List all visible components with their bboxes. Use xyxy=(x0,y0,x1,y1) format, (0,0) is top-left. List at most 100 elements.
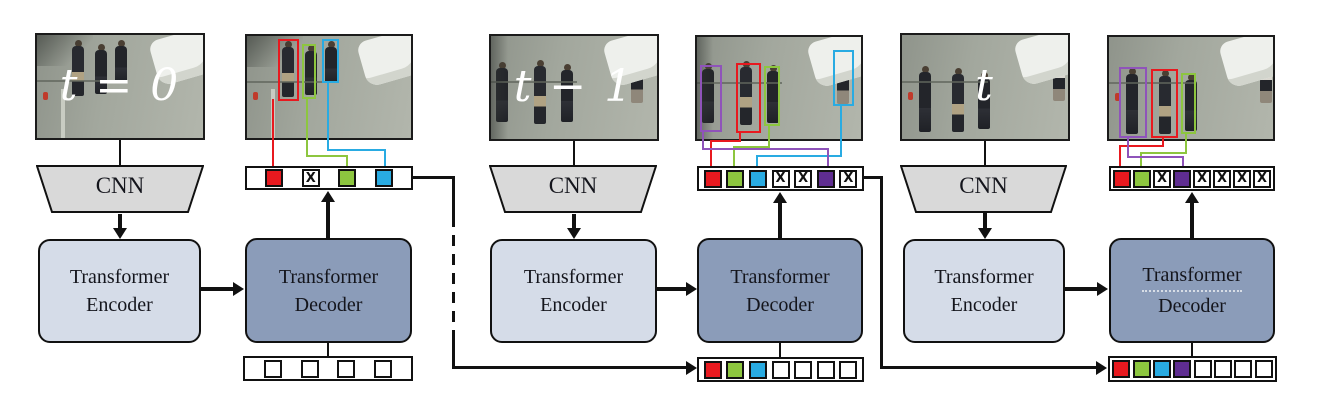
arrowhead-down xyxy=(567,228,581,239)
token-empty-query xyxy=(771,360,790,379)
leader-line-cyan xyxy=(840,104,842,157)
leader-line-cyan xyxy=(756,155,842,157)
leader-line-green xyxy=(733,146,770,148)
token-green xyxy=(338,169,357,187)
camera-frame-t1: t − 1 xyxy=(489,34,659,141)
leader-line-purple xyxy=(1127,136,1129,158)
transformer-encoder: Transformer Encoder xyxy=(903,239,1065,343)
token-empty-query xyxy=(374,359,393,378)
cnn-trapezoid xyxy=(489,165,657,213)
bbox-cyan xyxy=(833,50,854,106)
decoder-label-line2: Decoder xyxy=(1158,295,1226,317)
token-cyan xyxy=(748,360,767,379)
traffic-cone xyxy=(253,92,258,101)
frame-time-label: t = 0 xyxy=(59,59,181,111)
token-empty-query xyxy=(263,359,282,378)
pole-shape xyxy=(61,88,65,138)
leader-line-cyan xyxy=(327,149,386,151)
decoder-to-output-arrow xyxy=(326,202,330,238)
cnn-trapezoid xyxy=(36,165,204,213)
transformer-decoder: Transformer Decoder xyxy=(245,238,412,343)
token-purple xyxy=(816,169,835,188)
shadow-region xyxy=(491,36,508,139)
encoder-label-line2: Encoder xyxy=(950,294,1018,316)
pedestrian-silhouette xyxy=(977,72,991,129)
frame-time-label: t − 1 xyxy=(513,60,635,112)
encoder-label-line2: Encoder xyxy=(86,294,153,316)
decoder-label-line1: Transformer xyxy=(278,265,379,288)
leader-line-red xyxy=(739,131,741,142)
transformer-decoder: Transformer Decoder xyxy=(697,238,863,343)
barrier-line xyxy=(697,81,783,84)
leader-line-green xyxy=(346,155,348,166)
cnn-block: CNN xyxy=(900,165,1067,213)
pedestrian-silhouette xyxy=(533,60,547,124)
leader-line-red xyxy=(272,99,274,166)
token-red xyxy=(265,169,284,187)
frame-to-cnn-line xyxy=(573,141,575,165)
leader-line-red xyxy=(710,140,741,142)
decoder-label-line1: Transformer xyxy=(730,265,830,288)
cnn-to-encoder-arrow xyxy=(572,214,576,229)
leader-line-cyan xyxy=(756,155,758,166)
traffic-cone xyxy=(43,91,48,100)
leader-line-purple xyxy=(702,148,829,150)
cnn-to-encoder-arrow xyxy=(983,213,987,229)
frame-to-cnn-line xyxy=(119,140,121,165)
token-cyan xyxy=(374,169,393,187)
pedestrian-silhouette xyxy=(324,41,338,83)
track-query-connector xyxy=(413,176,455,179)
encoder-to-decoder-arrow xyxy=(657,287,687,291)
token-cyan xyxy=(1152,360,1171,378)
camera-frame-t0-annotated xyxy=(245,34,413,140)
arrowhead-right xyxy=(686,282,697,296)
leader-line-green xyxy=(306,155,348,157)
track-query-connector xyxy=(452,176,455,216)
camera-frame-t: t xyxy=(900,33,1070,141)
pedestrian-silhouette xyxy=(766,65,780,123)
barrier-line xyxy=(902,80,989,83)
track-query-connector xyxy=(452,332,455,369)
pedestrian-silhouette xyxy=(951,68,965,132)
decoder-label-line1: Transformer xyxy=(1142,261,1242,292)
token-empty-query xyxy=(1213,360,1232,378)
encoder-label-line1: Transformer xyxy=(934,266,1034,288)
token-empty-query xyxy=(794,360,813,379)
bbox-green xyxy=(764,66,780,126)
arrowhead-right xyxy=(686,361,697,375)
track-query-connector xyxy=(880,366,1097,369)
encoder-to-decoder-arrow xyxy=(201,287,234,291)
token-empty-query xyxy=(1254,360,1273,378)
arrowhead-right xyxy=(1097,282,1108,296)
cnn-block: CNN xyxy=(36,165,204,213)
decoder-to-output-arrow xyxy=(778,203,782,238)
token-red xyxy=(1113,169,1131,188)
token-removed-x: X xyxy=(1233,169,1251,188)
traffic-cone xyxy=(1115,93,1120,102)
arrowhead-down xyxy=(113,228,127,239)
leader-line-purple xyxy=(827,148,829,166)
encoder-label-line2: Encoder xyxy=(540,294,607,316)
token-removed-x: X xyxy=(771,169,790,188)
track-token-row-t0-output: X xyxy=(245,166,413,190)
arrowhead-right xyxy=(233,282,244,296)
token-cyan xyxy=(748,169,767,188)
token-empty-query xyxy=(839,360,858,379)
track-query-connector xyxy=(452,366,686,369)
leader-line-green xyxy=(1185,132,1187,154)
pedestrian-silhouette xyxy=(94,44,108,94)
token-green xyxy=(1132,360,1151,378)
bbox-green xyxy=(1181,73,1196,134)
decoder-label-line2: Decoder xyxy=(294,293,363,316)
leader-line-green xyxy=(768,124,770,148)
camera-frame-t1-annotated xyxy=(695,35,863,141)
decoder-to-output-arrow xyxy=(1190,203,1194,238)
arrowhead-up xyxy=(773,192,787,203)
bbox-green xyxy=(302,44,316,99)
query-row-t1-input xyxy=(697,357,864,382)
token-red xyxy=(703,169,722,188)
encoder-label-line1: Transformer xyxy=(523,266,624,288)
